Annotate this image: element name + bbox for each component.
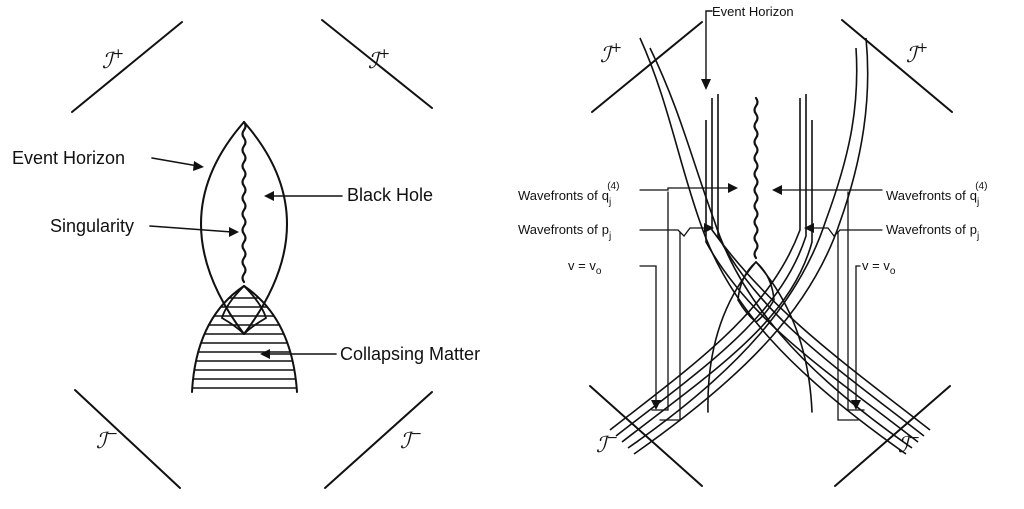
wavefronts-from-bottom-right [639,37,931,455]
inner-cone-left [707,261,757,413]
wavefronts-p-pointer-left [639,227,707,237]
lens-inner-line-b [243,285,268,335]
black-hole-label-left: Black Hole [347,185,433,205]
event-horizon-pointer-right [705,10,713,81]
scri-plus-label-right-tl: ℐ+ [600,40,622,68]
event-horizon-arrowhead-right [701,79,711,90]
event-horizon-label-left: Event Horizon [12,148,125,168]
scri-plus-label-left-tr: ℐ+ [368,46,390,74]
collapsing-matter-hatching [192,297,297,389]
scri-minus-label-left-br: ℐ− [400,426,422,454]
v-eq-label-right: v = vo [862,258,896,277]
lens-inner-line-a [220,285,245,335]
event-horizon-label-right: Event Horizon [712,4,794,19]
scri-minus-line-right-br [834,385,951,487]
wavefronts-p-arrowhead-right [804,223,814,233]
scri-plus-line-right-tr [841,19,953,113]
v-eq-arrowhead-right [851,400,861,410]
scri-plus-line-left-tr [321,19,433,109]
scri-plus-label-right-tr: ℐ+ [906,40,928,68]
collapsing-matter-arrowhead-left [260,349,270,359]
scri-plus-label-left-tl: ℐ+ [102,46,124,74]
scri-minus-line-left-br [324,391,433,489]
black-hole-arrowhead-left [264,191,274,201]
wavefronts-q-down-left [651,191,669,411]
scri-minus-line-left-bl [74,389,181,489]
collapsing-matter-label-left: Collapsing Matter [340,344,480,364]
v-eq-arrowhead-left [651,400,661,410]
singularity-arrow-left [149,225,233,233]
singularity-arrowhead-left [229,227,239,237]
v-eq-pointer-right [855,265,861,401]
wavefronts-q-pointer-left [639,187,731,191]
scri-minus-label-left-bl: ℐ− [96,426,118,454]
wavefronts-p-down-left [659,231,681,421]
wavefronts-q-down-right [847,191,865,411]
v-eq-pointer-left [639,265,657,401]
wavefronts-q-arrowhead-left [728,183,738,193]
event-horizon-arrow-left [151,157,199,167]
singularity-line-left [241,120,247,284]
singularity-label-left: Singularity [50,216,134,236]
event-horizon-inner-right [755,261,775,323]
right-diagram: ℐ+ ℐ+ ℐ− ℐ− Event Horizon [518,4,987,487]
singularity-line-right [753,96,759,260]
collapsing-matter-outline [191,285,298,393]
v-eq-label-left: v = vo [568,258,602,277]
wavefronts-q-arrowhead-right [772,185,782,195]
left-diagram: ℐ+ ℐ+ ℐ− ℐ− [12,19,480,489]
wavefronts-p-arrowhead-left [704,223,714,233]
event-horizon-curve-left [200,121,245,335]
wavefronts-from-bottom-left [609,37,869,455]
scri-plus-line-right-tl [591,21,703,113]
scri-plus-line-left-tl [71,21,183,113]
scri-minus-label-right-bl: ℐ− [596,430,618,458]
wavefronts-p-pointer-right [811,227,883,237]
event-horizon-inner-left [737,261,757,323]
event-horizon-curve-right [243,121,288,335]
wavefronts-p-down-right [837,231,859,421]
event-horizon-arrowhead-left [193,161,204,171]
